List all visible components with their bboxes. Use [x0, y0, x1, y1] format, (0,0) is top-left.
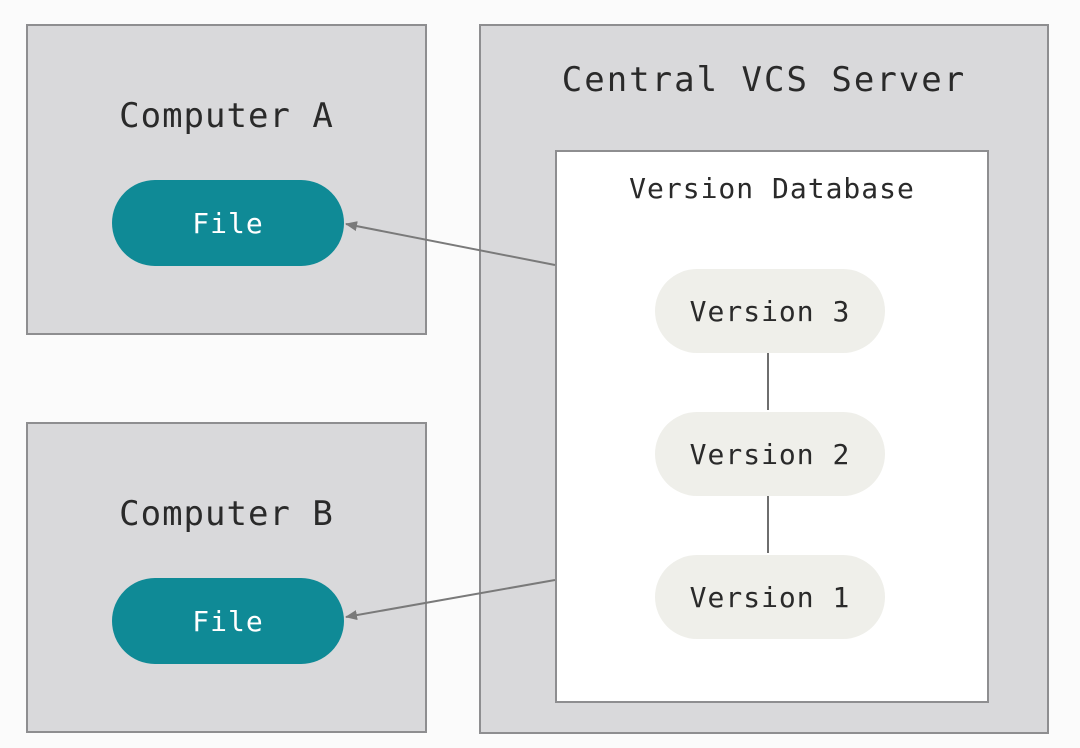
- version-1-node: Version 1: [655, 555, 885, 639]
- computer-a-title: Computer A: [119, 96, 334, 136]
- version-3-node: Version 3: [655, 269, 885, 353]
- computer-a-box: Computer A File: [26, 24, 427, 335]
- computer-a-file: File: [112, 180, 344, 266]
- version-database-title: Version Database: [629, 172, 915, 205]
- computer-b-box: Computer B File: [26, 422, 427, 733]
- computer-b-file: File: [112, 578, 344, 664]
- version-database-box: Version Database Version 3 Version 2 Ver…: [555, 150, 989, 703]
- arrow-to-computer-b: [345, 579, 556, 621]
- arrow-to-computer-a: [345, 221, 556, 266]
- connector-v3-v2: [767, 352, 769, 410]
- server-title: Central VCS Server: [561, 60, 967, 100]
- connector-v2-v1: [767, 495, 769, 553]
- computer-b-title: Computer B: [119, 494, 334, 534]
- version-2-node: Version 2: [655, 412, 885, 496]
